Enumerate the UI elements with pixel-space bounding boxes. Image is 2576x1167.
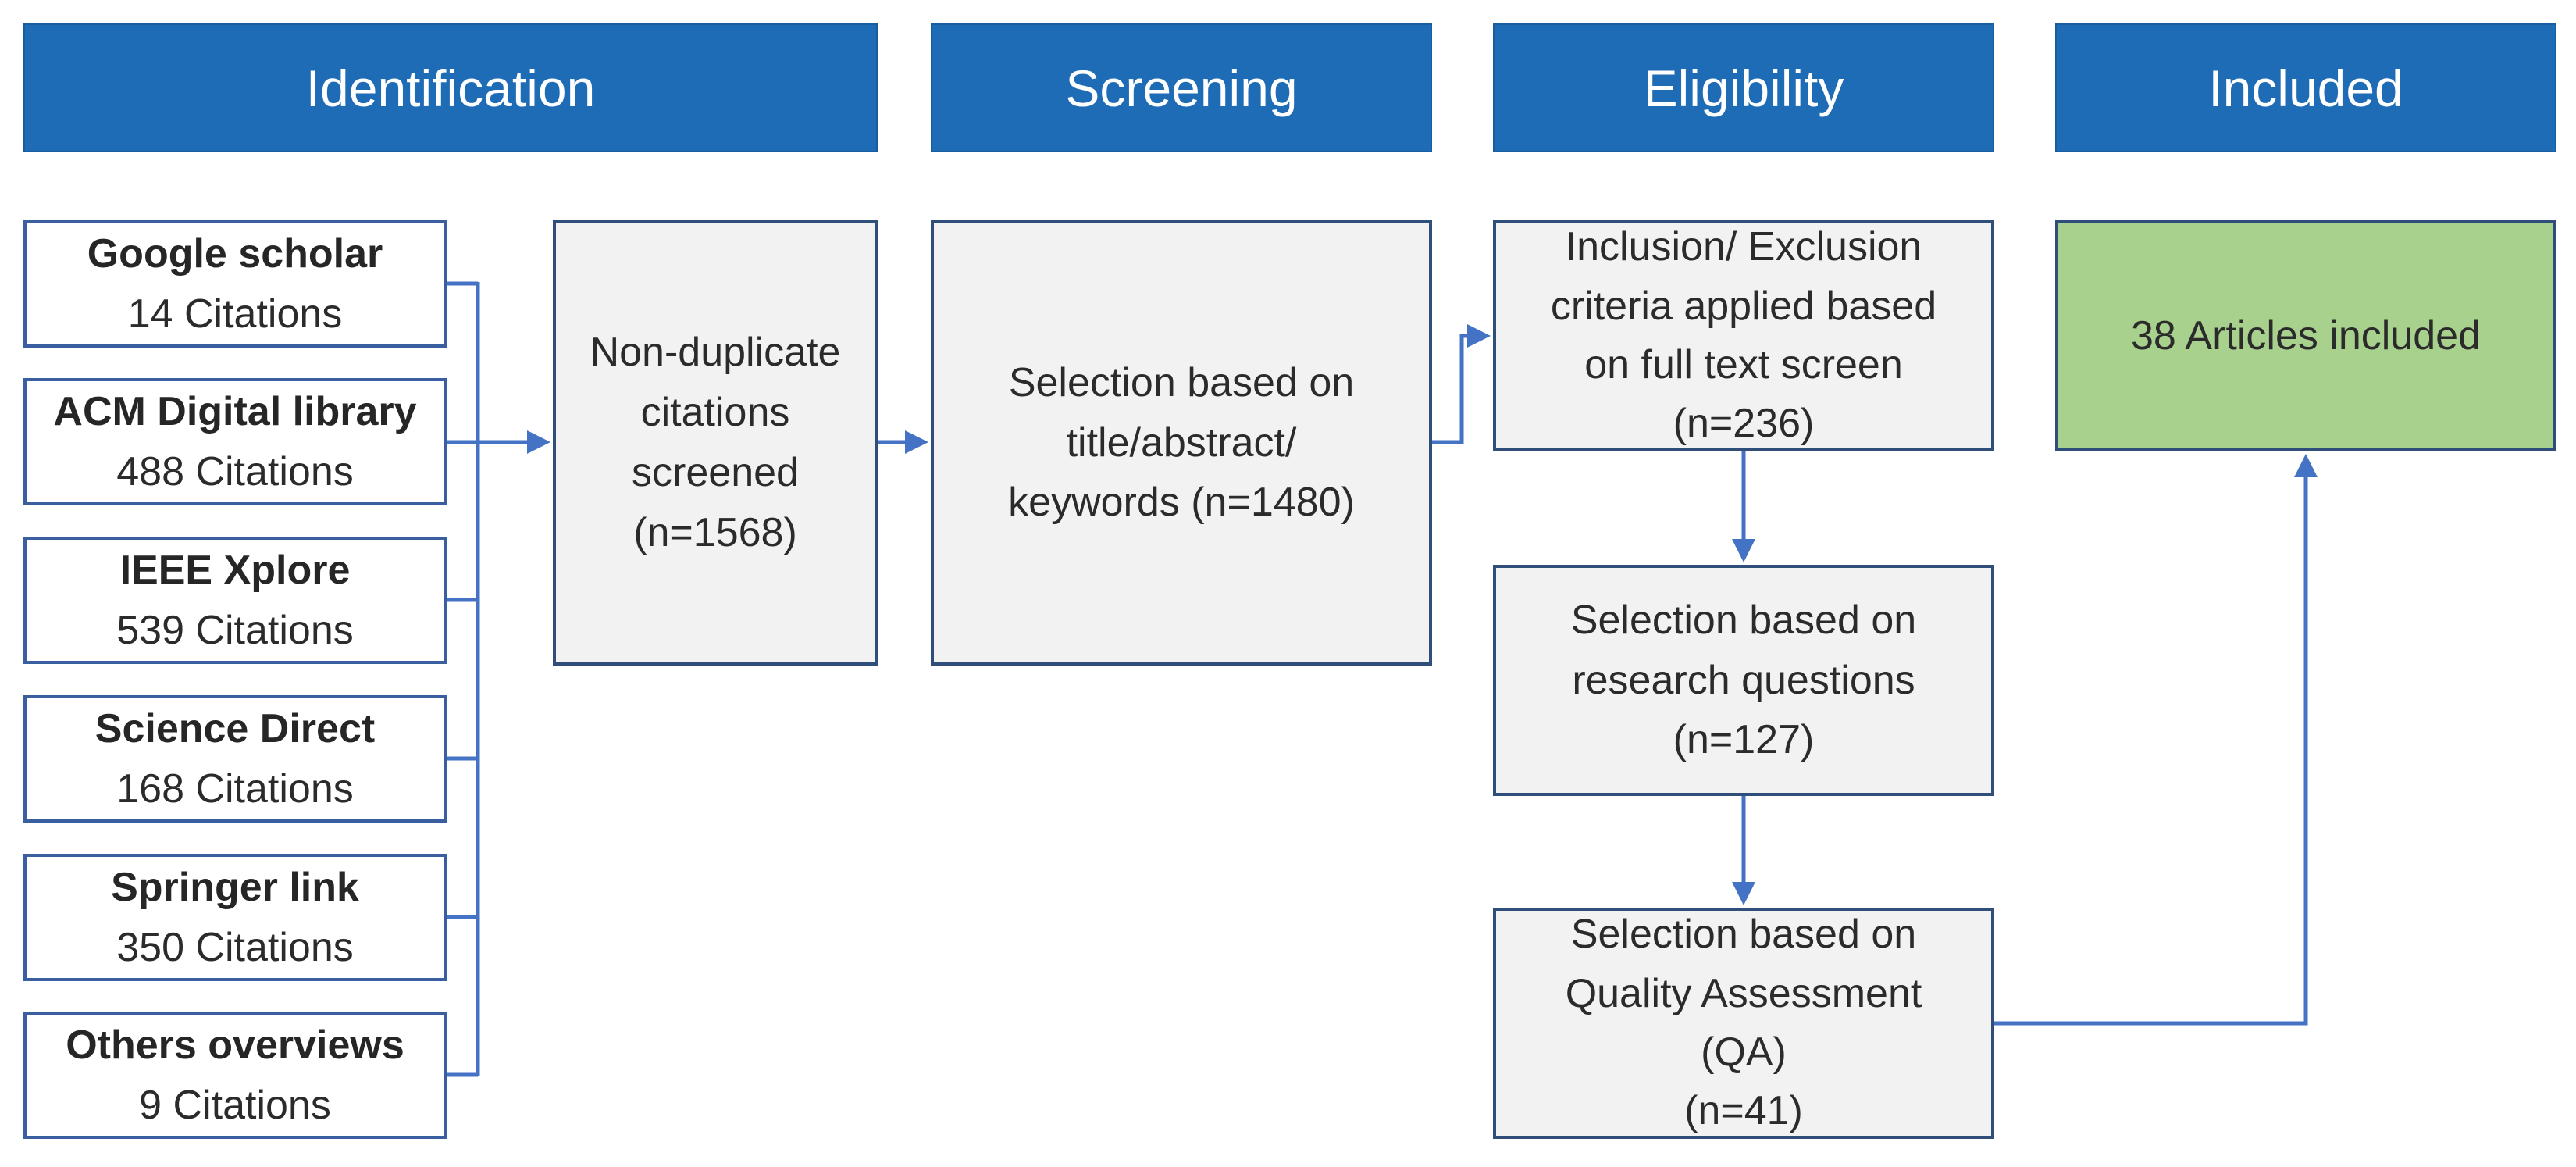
source-ieee-xplore: IEEE Xplore 539 Citations <box>23 537 447 664</box>
source-google-scholar: Google scholar 14 Citations <box>23 220 447 348</box>
box-research-questions: Selection based on research questions (n… <box>1493 565 1994 796</box>
box-line: (QA) <box>1701 1030 1787 1075</box>
box-line: Selection based on <box>1570 912 1917 958</box>
box-line: Selection based on <box>1008 359 1355 405</box>
source-name: Others overviews <box>66 1022 404 1068</box>
source-science-direct: Science Direct 168 Citations <box>23 695 447 823</box>
source-count: 488 Citations <box>116 448 354 494</box>
arrow-to-inclusion <box>1432 324 1491 444</box>
arrow-to-included <box>1994 454 2318 1026</box>
box-line: title/abstract/ <box>1066 419 1297 466</box>
box-line: Quality Assessment <box>1565 970 1922 1016</box>
source-count: 168 Citations <box>116 766 354 812</box>
source-name: Science Direct <box>94 705 376 751</box>
box-line: (n=127) <box>1673 717 1815 763</box>
box-quality-assessment: Selection based on Quality Assessment (Q… <box>1493 908 1994 1139</box>
header-screening: Screening <box>931 23 1432 152</box>
source-name: ACM Digital library <box>53 388 417 434</box>
box-line: 38 Articles included <box>2130 312 2482 359</box>
box-line: (n=1568) <box>633 509 797 555</box>
source-springer-link: Springer link 350 Citations <box>23 854 447 981</box>
box-line: keywords (n=1480) <box>1008 480 1355 526</box>
source-name: Google scholar <box>87 230 383 277</box>
header-identification: Identification <box>23 23 878 152</box>
box-line: criteria applied based <box>1550 283 1937 329</box>
header-included: Included <box>2055 23 2556 152</box>
source-others-overviews: Others overviews 9 Citations <box>23 1012 447 1139</box>
source-name: IEEE Xplore <box>119 547 351 593</box>
source-count: 350 Citations <box>116 924 354 970</box>
box-line: Selection based on <box>1570 597 1917 643</box>
box-line: Inclusion/ Exclusion <box>1565 224 1922 270</box>
box-line: on full text screen <box>1584 342 1903 387</box>
box-articles-included: 38 Articles included <box>2055 220 2556 451</box>
box-line: citations <box>640 390 790 436</box>
source-name: Springer link <box>111 864 359 910</box>
box-inclusion-exclusion: Inclusion/ Exclusion criteria applied ba… <box>1493 220 1994 451</box>
source-count: 9 Citations <box>139 1082 331 1128</box>
box-line: research questions <box>1572 657 1915 703</box>
box-line: Non-duplicate <box>590 330 841 376</box>
source-count: 539 Citations <box>116 607 354 653</box>
box-line: (n=41) <box>1684 1088 1803 1134</box>
box-line: (n=236) <box>1673 401 1815 447</box>
box-line: screened <box>632 450 799 495</box>
box-nonduplicate-citations: Non-duplicate citations screened (n=1568… <box>553 220 878 666</box>
source-acm-digital-library: ACM Digital library 488 Citations <box>23 378 447 505</box>
header-eligibility: Eligibility <box>1493 23 1994 152</box>
box-selection-title-abstract: Selection based on title/abstract/ keywo… <box>931 220 1432 666</box>
source-count: 14 Citations <box>127 291 343 337</box>
